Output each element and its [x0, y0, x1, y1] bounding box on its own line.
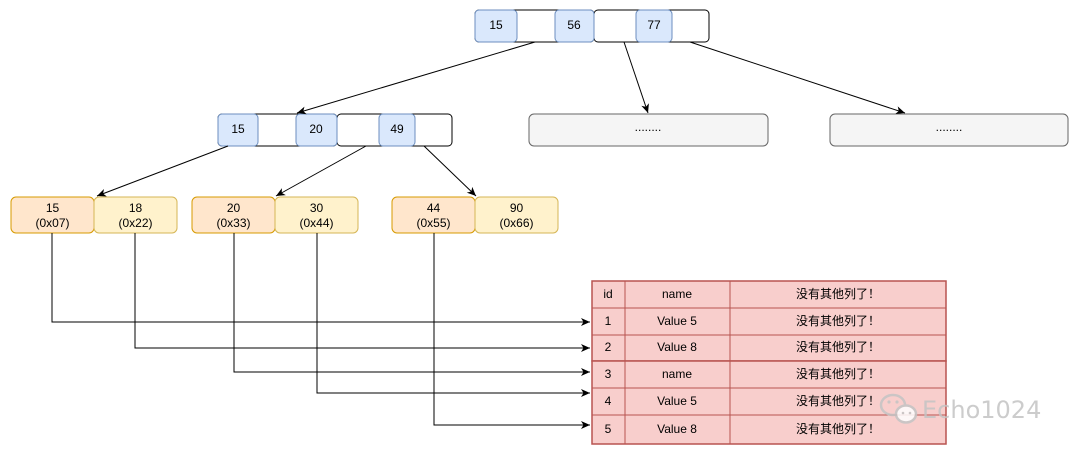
data-table: id name 没有其他列了！ 1 Value 5 没有其他列了！ 2 Valu…	[591, 280, 947, 445]
placeholder-node-label: ........	[936, 120, 963, 134]
cell-name: Value 8	[657, 422, 697, 436]
leaf-key: 44	[427, 201, 441, 215]
cell-name: Value 5	[657, 314, 697, 328]
cell-name: Value 5	[657, 394, 697, 408]
edge-leaf-to-row	[51, 233, 590, 326]
table-block-upper	[591, 280, 947, 362]
internal-node: 15 20 49	[217, 113, 453, 147]
edge-root-to-placeholder	[623, 41, 649, 114]
cell-id: 2	[605, 340, 612, 354]
table-row: 2 Value 8 没有其他列了！	[605, 339, 880, 354]
root-key-cell	[474, 9, 518, 43]
table-block-lower	[591, 360, 947, 445]
cell-other: 没有其他列了！	[796, 339, 880, 354]
internal-key-cell	[295, 113, 338, 147]
cell-id: 5	[605, 422, 612, 436]
internal-key-cell	[378, 113, 416, 147]
header-id: id	[603, 287, 612, 301]
root-key-cell	[635, 9, 673, 43]
edge-root-to-placeholder	[689, 41, 906, 114]
table-header-row: id name 没有其他列了！	[603, 286, 880, 301]
leaf-cell	[474, 196, 559, 234]
edge-leaf-to-row	[433, 233, 590, 429]
table-row: 4 Value 5 没有其他列了！	[605, 393, 880, 408]
watermark: Echo1024	[879, 393, 1041, 424]
header-other: 没有其他列了！	[796, 286, 880, 301]
leaf-node: 44 (0x55) 90 (0x66)	[391, 196, 559, 234]
cell-name: Value 8	[657, 340, 697, 354]
header-name: name	[662, 287, 692, 301]
leaf-address: (0x22)	[118, 216, 152, 230]
leaf-address: (0x33)	[216, 216, 250, 230]
leaf-key: 90	[510, 201, 524, 215]
leaf-address: (0x66)	[499, 216, 533, 230]
leaf-key: 15	[46, 201, 60, 215]
edge-leaf-to-row	[316, 233, 590, 397]
cell-name: name	[662, 367, 692, 381]
root-key: 15	[489, 18, 503, 32]
watermark-text: Echo1024	[922, 396, 1041, 424]
root-key: 77	[647, 18, 661, 32]
cell-other: 没有其他列了！	[796, 393, 880, 408]
cell-other: 没有其他列了！	[796, 313, 880, 328]
leaf-key: 30	[310, 201, 324, 215]
table-row: 5 Value 8 没有其他列了！	[605, 421, 880, 436]
cell-id: 1	[605, 314, 612, 328]
edge-root-to-internal	[296, 41, 536, 115]
internal-key: 20	[309, 122, 323, 136]
edge-leaf-to-row	[233, 233, 590, 376]
placeholder-node: ........	[528, 113, 769, 147]
placeholder-node-label: ........	[635, 120, 662, 134]
root-key: 56	[567, 18, 581, 32]
cell-id: 3	[605, 367, 612, 381]
internal-key: 49	[390, 122, 404, 136]
leaf-address: (0x44)	[299, 216, 333, 230]
edge-internal-to-leaf	[423, 145, 477, 197]
root-node: 15 56 77	[474, 9, 710, 43]
placeholder-node-box	[528, 113, 769, 147]
leaf-address: (0x55)	[416, 216, 450, 230]
leaf-key: 20	[227, 201, 241, 215]
table-row: 3 name 没有其他列了！	[605, 366, 880, 381]
cell-other: 没有其他列了！	[796, 366, 880, 381]
edge-internal-to-leaf	[275, 145, 367, 197]
cell-id: 4	[605, 394, 612, 408]
leaf-node: 15 (0x07) 18 (0x22)	[10, 196, 178, 234]
placeholder-node-box	[829, 113, 1069, 147]
leaf-address: (0x07)	[35, 216, 69, 230]
table-row: 1 Value 5 没有其他列了！	[605, 313, 880, 328]
edge-internal-to-leaf	[96, 145, 229, 197]
placeholder-node: ........	[829, 113, 1069, 147]
wechat-icon	[879, 393, 918, 424]
leaf-key: 18	[129, 201, 143, 215]
internal-key: 15	[231, 122, 245, 136]
leaf-node: 20 (0x33) 30 (0x44)	[191, 196, 359, 234]
internal-key-cell	[217, 113, 259, 147]
edge-leaf-to-row	[134, 233, 590, 352]
cell-other: 没有其他列了！	[796, 421, 880, 436]
root-key-cell	[554, 9, 595, 43]
